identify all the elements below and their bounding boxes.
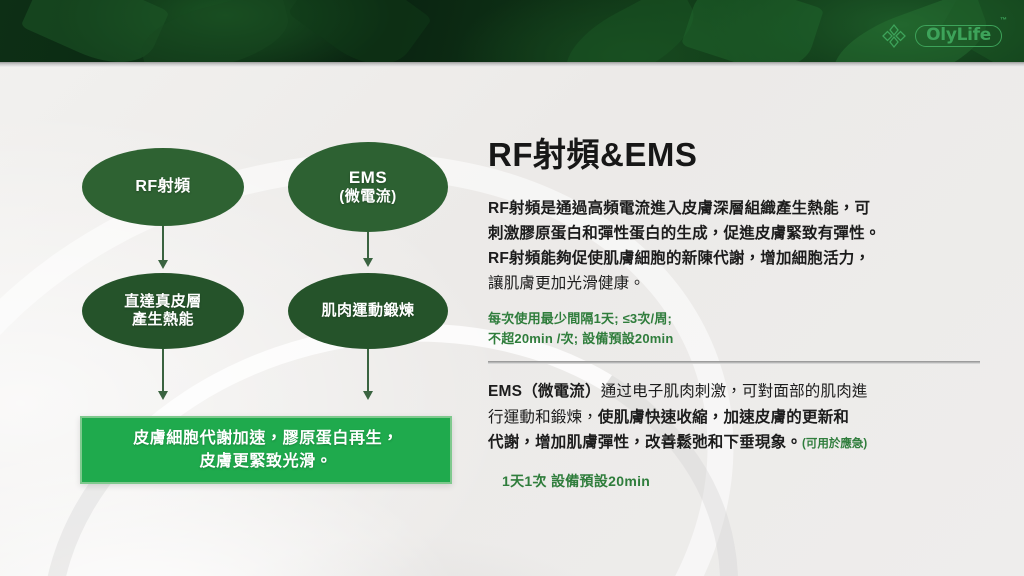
logo-wordmark: OlyLife ™ xyxy=(915,17,1007,47)
header-divider xyxy=(0,62,1024,67)
rf-description-paragraph: RF射頻是通過高頻電流進入皮膚深層組織產生熱能，可 刺激膠原蛋白和彈性蛋白的生成… xyxy=(488,196,988,296)
olylife-logo: OlyLife ™ xyxy=(880,17,1007,50)
ems-bold-part1: 使肌膚快速收縮，加速皮膚的更新和 xyxy=(597,408,850,426)
diagram-node-muscle: 肌肉運動鍛煉 xyxy=(288,273,448,349)
connector-rf-to-dermis xyxy=(162,226,164,264)
rf-usage-note-line2: 不超20min /次; 設備預設20min xyxy=(488,330,674,346)
diagram-node-rf-label: RF射頻 xyxy=(135,178,191,196)
ems-bold-lead: EMS（微電流） xyxy=(488,383,601,401)
leaf-decoration xyxy=(287,0,433,62)
diagram-result-line1: 皮膚細胞代謝加速，膠原蛋白再生， xyxy=(133,429,399,447)
diagram-result-line2: 皮膚更緊致光滑。 xyxy=(199,453,333,470)
rf-usage-note: 每次使用最少間隔1天; ≤3次/周; 不超20min /次; 設備預設20min xyxy=(488,309,988,348)
arrowhead-icon xyxy=(158,391,168,400)
ems-reg-part2: 行運動和鍛煉， xyxy=(488,408,598,426)
ems-usage-note: 1天1次 設備預設20min xyxy=(502,472,651,489)
header-banner: OlyLife ™ xyxy=(0,0,1024,62)
section-divider xyxy=(488,361,980,365)
diagram-node-muscle-label: 肌肉運動鍛煉 xyxy=(321,302,415,319)
diagram-node-ems-line2: (微電流) xyxy=(339,188,397,206)
ems-emergency-tag: (可用於應急) xyxy=(802,437,868,450)
rf-bold-lead: RF射頻 xyxy=(488,200,541,217)
diagram-node-rf: RF射頻 xyxy=(82,148,244,226)
rf-line1-tail: 可 xyxy=(854,200,871,217)
diagram-node-ems-line1: EMS xyxy=(348,167,388,187)
diagram-result-box: 皮膚細胞代謝加速，膠原蛋白再生， 皮膚更緊致光滑。 xyxy=(80,416,452,484)
connector-muscle-to-result xyxy=(367,349,369,395)
clover-diamond-icon xyxy=(882,23,907,49)
arrowhead-icon xyxy=(363,258,373,267)
connector-dermis-to-result xyxy=(162,349,164,395)
rf-line4: 讓肌膚更加光滑健康。 xyxy=(488,275,646,293)
arrowhead-icon xyxy=(158,260,168,269)
logo-text: OlyLife xyxy=(926,25,991,45)
ems-description-paragraph: EMS（微電流）通过电子肌肉刺激，可對面部的肌肉進 行運動和鍛煉，使肌膚快速收縮… xyxy=(488,379,988,454)
rf-line2: 刺激膠原蛋白和彈性蛋白的生成，促進皮膚緊致有彈性。 xyxy=(488,225,881,243)
connector-ems-to-muscle xyxy=(367,232,369,264)
content-column: RF射頻&EMS RF射頻是通過高頻電流進入皮膚深層組織產生熱能，可 刺激膠原蛋… xyxy=(488,128,988,491)
rf-usage-note-line1: 每次使用最少間隔1天; ≤3次/周; xyxy=(488,311,673,327)
ems-reg-part1: 通过电子肌肉刺激，可對面部的肌肉進 xyxy=(600,383,868,401)
rf-line1-rest: 是通過高頻電流進入皮膚深層組織產生熱能， xyxy=(540,200,855,217)
diagram-node-dermis: 直達真皮層 產生熱能 xyxy=(82,273,244,349)
diagram-node-ems: EMS (微電流) xyxy=(288,142,448,232)
leaf-decoration xyxy=(681,0,824,62)
arrowhead-icon xyxy=(363,391,373,400)
logo-trademark-symbol: ™ xyxy=(1000,17,1007,24)
rf-line3: RF射頻能夠促使肌膚細胞的新陳代謝，增加細胞活力， xyxy=(488,250,871,268)
leaf-decoration xyxy=(553,0,707,62)
process-flow-diagram: RF射頻 EMS (微電流) 直達真皮層 產生熱能 肌肉運動鍛煉 xyxy=(62,128,472,500)
diagram-node-dermis-line2: 產生熱能 xyxy=(131,311,194,328)
page-title: RF射頻&EMS xyxy=(488,136,698,173)
ems-bold-part2: 代謝，增加肌膚彈性，改善鬆弛和下垂現象。 xyxy=(488,433,803,451)
diagram-node-dermis-line1: 直達真皮層 xyxy=(124,293,202,310)
